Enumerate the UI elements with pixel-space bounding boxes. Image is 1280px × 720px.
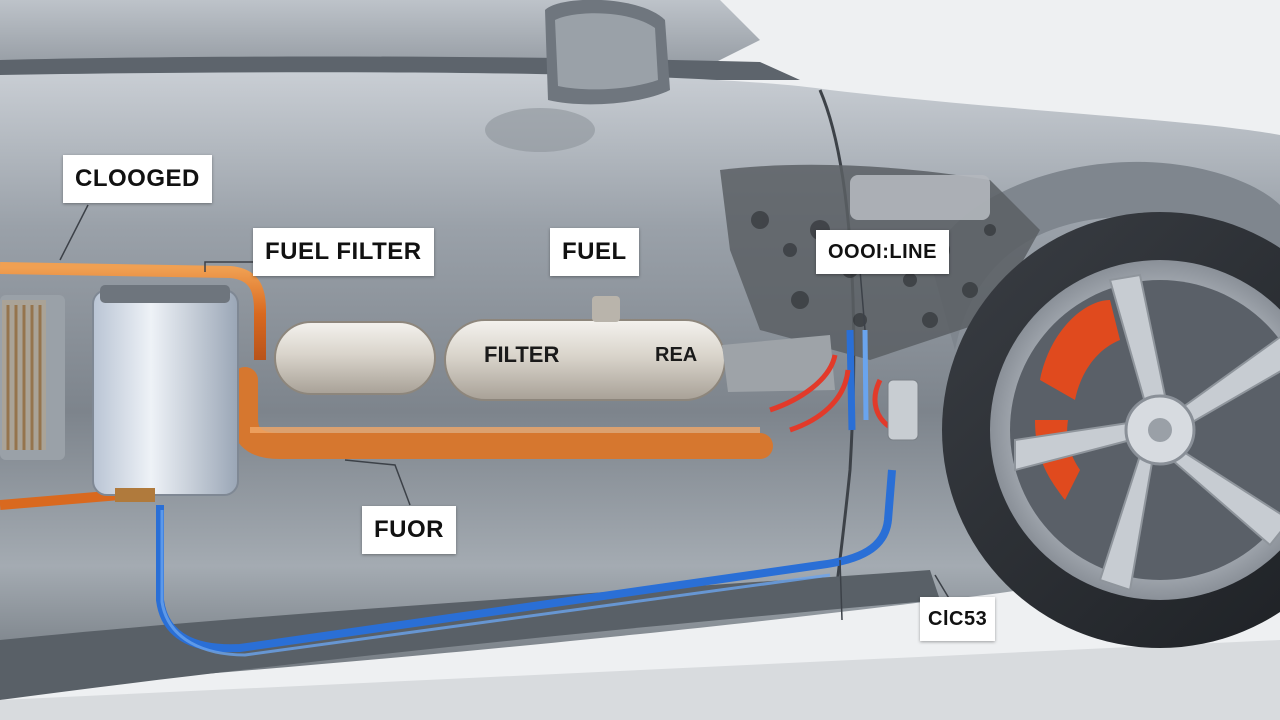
fuel-filter-label: FUEL FILTER <box>253 228 434 276</box>
fuor-label: FUOR <box>362 506 456 554</box>
filter-text-left: FILTER <box>484 342 560 367</box>
clogged-label: CLOOGED <box>63 155 212 203</box>
bottom-right-label: ClC53 <box>920 597 996 641</box>
filter-text-right: REA <box>655 344 698 366</box>
fuel-line-label: OOOI:LINE <box>816 230 949 274</box>
fuel-label: FUEL <box>550 228 639 276</box>
